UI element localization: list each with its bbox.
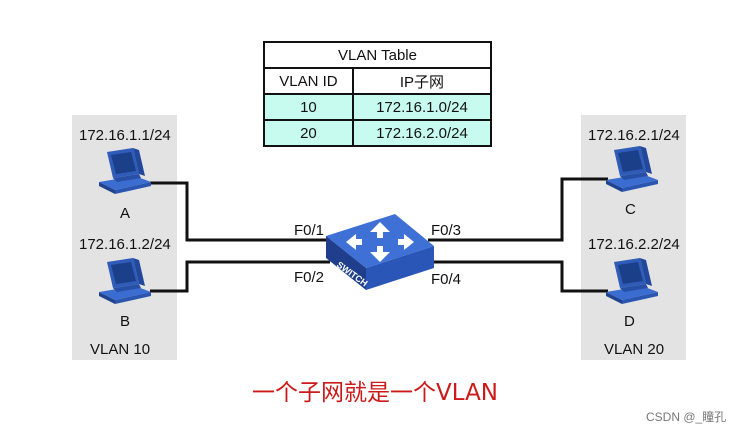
port-f02-label: F0/2 (294, 269, 325, 286)
table-row: 20 172.16.2.0/24 (263, 119, 493, 147)
cable-d-f04 (428, 260, 608, 293)
cable-a-f01 (150, 181, 330, 242)
vlan-table-header-subnet: IP子网 (351, 67, 493, 95)
host-a-label: A (120, 205, 131, 222)
host-b-ip: 172.16.1.2/24 (79, 236, 171, 253)
host-d-label: D (624, 313, 635, 330)
pc-b-icon (99, 258, 151, 304)
vlan-table-title: VLAN Table (263, 41, 492, 69)
host-b-label: B (120, 313, 131, 330)
port-f03-label: F0/3 (431, 222, 462, 239)
host-d-ip: 172.16.2.2/24 (588, 236, 680, 253)
pc-d-icon (606, 258, 658, 304)
host-c-label: C (625, 201, 636, 218)
vlan-id-cell: 20 (263, 119, 354, 147)
cable-b-f02 (150, 260, 330, 293)
host-a-ip: 172.16.1.1/24 (79, 127, 171, 144)
pc-a-icon (99, 148, 151, 194)
caption: 一个子网就是一个VLAN (252, 380, 499, 406)
subnet-cell: 172.16.1.0/24 (351, 93, 493, 121)
watermark: CSDN @_瞳孔 (646, 410, 727, 424)
vlan-table: VLAN Table VLAN ID IP子网 10 172.16.1.0/24… (263, 41, 493, 147)
vlan-id-cell: 10 (263, 93, 354, 121)
pc-c-icon (606, 146, 658, 192)
port-f04-label: F0/4 (431, 271, 462, 288)
host-c-ip: 172.16.2.1/24 (588, 127, 680, 144)
subnet-cell: 172.16.2.0/24 (351, 119, 493, 147)
vlan-table-header-id: VLAN ID (263, 67, 354, 95)
vlan10-label: VLAN 10 (90, 341, 151, 358)
switch-icon (326, 214, 434, 290)
cable-c-f03 (428, 177, 608, 242)
vlan20-label: VLAN 20 (604, 341, 665, 358)
port-f01-label: F0/1 (294, 222, 325, 239)
table-row: 10 172.16.1.0/24 (263, 93, 493, 121)
